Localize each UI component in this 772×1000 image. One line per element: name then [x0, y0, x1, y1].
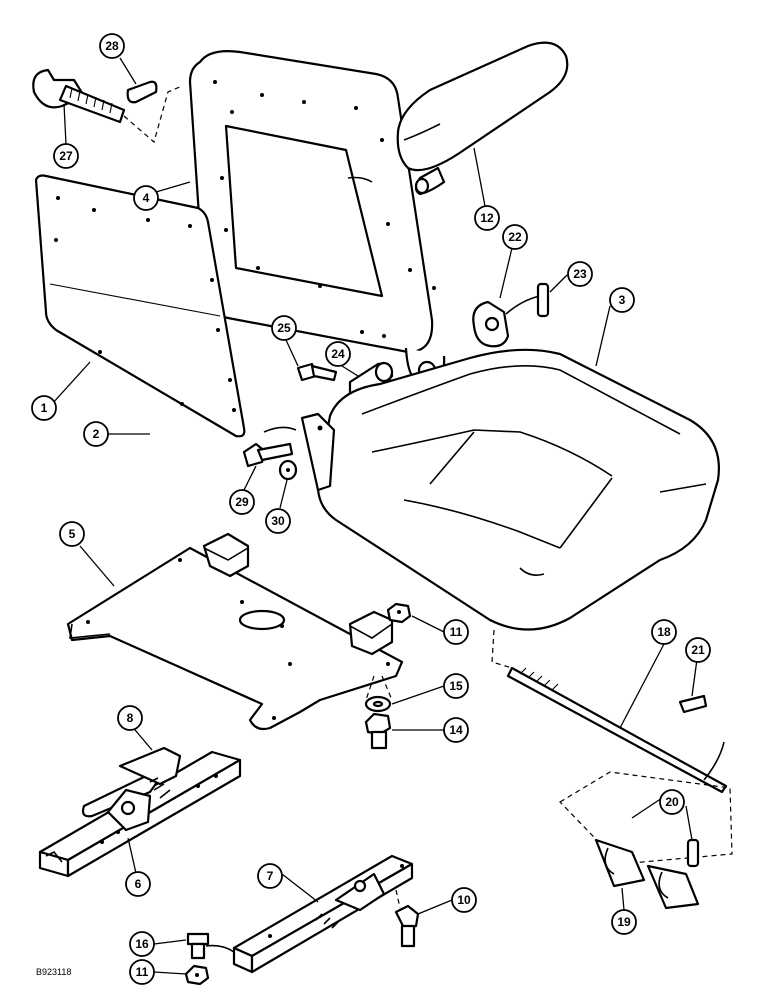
callout-label: 29 — [235, 495, 249, 509]
callout-label: 3 — [619, 293, 626, 307]
callout-7: 7 — [257, 863, 283, 889]
callout-12: 12 — [474, 205, 500, 231]
callout-29: 29 — [229, 489, 255, 515]
adjusting-knob — [32, 68, 183, 144]
washer-15 — [364, 695, 392, 713]
callout-23: 23 — [567, 261, 593, 287]
callout-3: 3 — [609, 287, 635, 313]
callout-5: 5 — [59, 521, 85, 547]
callout-label: 18 — [657, 625, 671, 639]
callout-label: 11 — [450, 625, 463, 639]
callout-label: 6 — [135, 877, 142, 891]
callout-28: 28 — [99, 33, 125, 59]
bolt-25 — [296, 362, 338, 382]
callout-30: 30 — [265, 508, 291, 534]
callout-label: 2 — [93, 427, 100, 441]
callout-25: 25 — [271, 315, 297, 341]
pin-28 — [126, 80, 158, 104]
callout-label: 27 — [59, 149, 73, 163]
recliner-knob — [472, 295, 541, 348]
callout-label: 8 — [127, 711, 134, 725]
callout-2: 2 — [83, 421, 109, 447]
callout-label: 19 — [617, 915, 631, 929]
bolt-14 — [364, 712, 392, 750]
callout-label: 20 — [665, 795, 679, 809]
callout-label: 25 — [277, 321, 291, 335]
callout-24: 24 — [325, 341, 351, 367]
rod-18 — [491, 629, 728, 794]
callout-4: 4 — [133, 185, 159, 211]
drawing-code: B923118 — [36, 967, 71, 977]
callout-label: 4 — [143, 191, 150, 205]
callout-label: 15 — [449, 679, 463, 693]
callout-label: 16 — [135, 937, 149, 951]
callout-label: 11 — [136, 965, 149, 979]
callout-16: 16 — [129, 931, 155, 957]
clip-group — [559, 771, 733, 882]
callout-6: 6 — [125, 871, 151, 897]
callout-21: 21 — [685, 637, 711, 663]
callout-19: 19 — [611, 909, 637, 935]
clip-19-left — [594, 838, 646, 888]
pin-21 — [678, 694, 708, 714]
clip-19-right — [646, 864, 700, 910]
nut-11-upper — [386, 602, 412, 624]
callout-11-upper: 11 — [443, 619, 469, 645]
callout-label: 12 — [480, 211, 494, 225]
callout-11-lower: 11 — [129, 959, 155, 985]
callout-label: 22 — [508, 230, 522, 244]
armrest — [396, 41, 569, 196]
bolt-10 — [394, 904, 420, 948]
callout-label: 5 — [69, 527, 76, 541]
callout-22: 22 — [502, 224, 528, 250]
pin-23 — [536, 282, 550, 318]
callout-label: 21 — [691, 643, 705, 657]
mounting-plate — [66, 532, 404, 731]
callout-label: 1 — [41, 401, 48, 415]
slide-rail-left — [38, 746, 242, 878]
callout-1: 1 — [31, 395, 57, 421]
callout-18: 18 — [651, 619, 677, 645]
callout-15: 15 — [443, 673, 469, 699]
callout-label: 28 — [105, 39, 119, 53]
seat-cushion — [300, 348, 720, 631]
callout-8: 8 — [117, 705, 143, 731]
seat-back-frame — [188, 50, 446, 386]
callout-10: 10 — [451, 887, 477, 913]
bolt-16 — [186, 932, 235, 960]
callout-label: 7 — [267, 869, 274, 883]
washer-30 — [278, 459, 298, 481]
callout-14: 14 — [443, 717, 469, 743]
callout-label: 24 — [331, 347, 345, 361]
callout-27: 27 — [53, 143, 79, 169]
callout-label: 10 — [457, 893, 471, 907]
leader-lines — [51, 57, 699, 975]
callout-20: 20 — [659, 789, 685, 815]
callout-label: 23 — [573, 267, 587, 281]
bolt-29 — [242, 426, 297, 468]
callout-label: 14 — [449, 723, 463, 737]
side-panel — [34, 174, 246, 438]
nut-11-lower — [184, 964, 210, 986]
callout-label: 30 — [271, 514, 285, 528]
slide-rail-right — [232, 854, 414, 974]
